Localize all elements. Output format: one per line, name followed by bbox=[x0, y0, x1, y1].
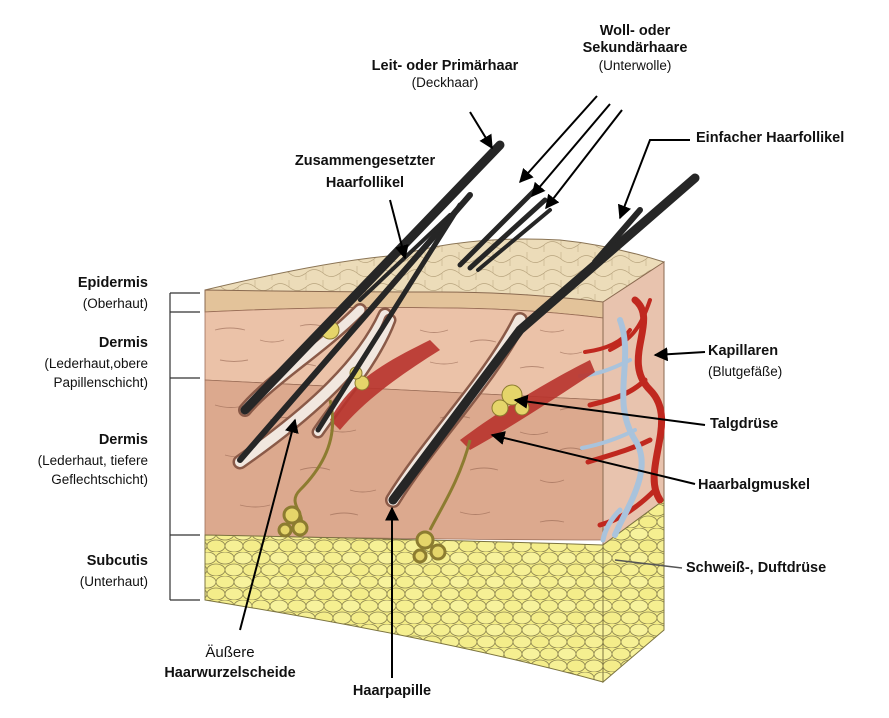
label-simple-follicle: Einfacher Haarfollikel bbox=[696, 130, 844, 147]
dermis-lower-title: Dermis bbox=[98, 432, 148, 448]
compound-follicle-title-1: Zusammengesetzter bbox=[294, 153, 436, 169]
dermis-lower-sub-2: Geflechtschicht) bbox=[51, 471, 148, 487]
arrector-muscle-title: Haarbalgmuskel bbox=[698, 477, 811, 493]
arrow-secondary-hair-2 bbox=[531, 103, 611, 198]
layer-bracket bbox=[169, 292, 200, 601]
hair-papilla-title: Haarpapille bbox=[352, 683, 432, 699]
sebaceous-gland-title: Talgdrüse bbox=[710, 416, 779, 432]
secondary-hair-title-1: Woll- oder bbox=[599, 23, 671, 39]
arrow-primary-hair bbox=[469, 111, 493, 150]
arrow-simple-follicle bbox=[617, 139, 690, 220]
secondary-hair-sub: (Unterwolle) bbox=[598, 57, 672, 73]
arrow-secondary-hair-1 bbox=[519, 95, 598, 184]
arrow-arrector-muscle bbox=[490, 431, 696, 485]
arrow-secondary-hair-3 bbox=[545, 109, 623, 210]
label-sweat-gland: Schweiß-, Duftdrüse bbox=[686, 560, 826, 577]
outer-root-sheath-title-1: Äußere bbox=[205, 644, 255, 661]
capillaries-title: Kapillaren bbox=[708, 343, 779, 359]
dermis-lower-sub-1: (Lederhaut, tiefere bbox=[37, 453, 148, 469]
simple-follicle-title: Einfacher Haarfollikel bbox=[696, 130, 845, 146]
dermis-upper-title: Dermis bbox=[98, 335, 148, 351]
label-sebaceous-gland: Talgdrüse bbox=[710, 416, 778, 433]
label-dermis-lower: Dermis (Lederhaut, tiefere Geflechtschic… bbox=[10, 432, 148, 488]
label-arrector-muscle: Haarbalgmuskel bbox=[698, 477, 810, 494]
hair-shafts bbox=[237, 140, 700, 505]
epidermis-sub: (Oberhaut) bbox=[82, 296, 148, 312]
subcutis-title: Subcutis bbox=[86, 553, 148, 569]
secondary-hair-title-2: Sekundärhaare bbox=[582, 40, 688, 57]
side-face-subcutis bbox=[602, 499, 665, 684]
capillary-network bbox=[578, 296, 665, 543]
capillaries-sub: (Blutgefäße) bbox=[708, 364, 783, 380]
subcutis-sub: (Unterhaut) bbox=[79, 574, 148, 590]
label-primary-hair: Leit- oder Primärhaar (Deckhaar) bbox=[345, 58, 545, 92]
label-subcutis: Subcutis (Unterhaut) bbox=[20, 553, 148, 591]
sweat-gland-title: Schweiß-, Duftdrüse bbox=[686, 560, 827, 576]
arrow-compound-follicle bbox=[389, 199, 409, 260]
primary-hair-title: Leit- oder Primärhaar bbox=[371, 58, 519, 74]
line-sweat-gland bbox=[614, 559, 683, 569]
label-compound-follicle: Zusammengesetzter Haarfollikel bbox=[270, 153, 460, 193]
arrow-outer-root-sheath bbox=[239, 418, 299, 631]
outer-root-sheath-title-2: Haarwurzelscheide bbox=[164, 665, 296, 681]
epidermis-title: Epidermis bbox=[77, 275, 148, 291]
arrow-capillaries bbox=[653, 347, 706, 362]
dermis-upper-sub-1: (Lederhaut,obere bbox=[44, 356, 148, 372]
annotation-arrows bbox=[239, 95, 706, 678]
label-capillaries: Kapillaren (Blutgefäße) bbox=[708, 343, 782, 381]
label-dermis-upper: Dermis (Lederhaut,obere Papillenschicht) bbox=[10, 335, 148, 391]
label-outer-root-sheath: Äußere Haarwurzelscheide bbox=[140, 644, 320, 682]
dermis-upper-sub-2: Papillenschicht) bbox=[53, 374, 148, 390]
label-epidermis: Epidermis (Oberhaut) bbox=[20, 275, 148, 313]
label-secondary-hair: Woll- oder Sekundärhaare (Unterwolle) bbox=[545, 23, 725, 74]
arrow-sebaceous-gland bbox=[513, 394, 706, 426]
primary-hair-sub: (Deckhaar) bbox=[411, 75, 479, 91]
label-hair-papilla: Haarpapille bbox=[332, 683, 452, 700]
sweat-glands bbox=[277, 399, 472, 564]
compound-follicle-title-2: Haarfollikel bbox=[325, 175, 405, 192]
